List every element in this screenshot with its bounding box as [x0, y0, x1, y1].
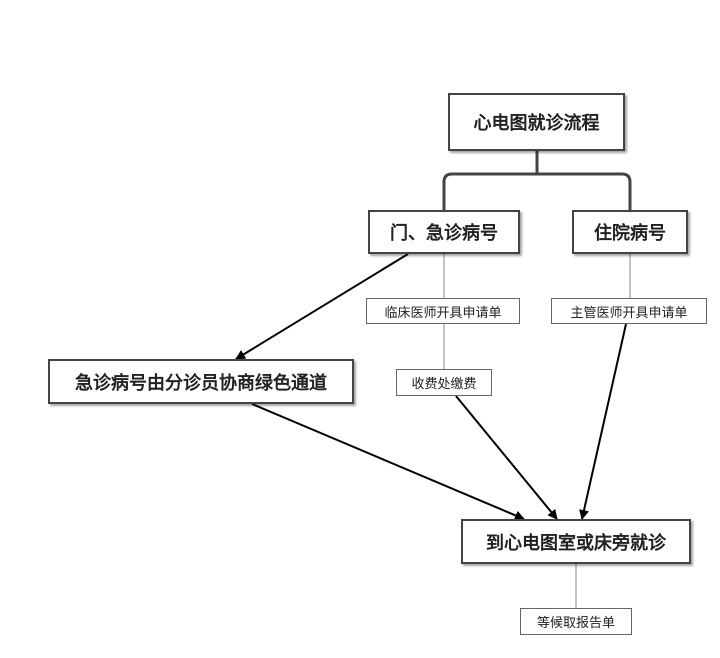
outpatient-node: 门、急诊病号: [368, 210, 520, 254]
payment-tag: 收费处缴费: [396, 369, 492, 396]
root-node: 心电图就诊流程: [448, 93, 625, 151]
ecg-room-node: 到心电图室或床旁就诊: [461, 519, 691, 564]
green-channel-to-ecg-room-arrow: [251, 403, 525, 521]
inpatient-node: 住院病号: [572, 210, 688, 254]
ward-request-tag: 主管医师开具申请单: [551, 298, 707, 324]
clinic-request-tag-label: 临床医师开具申请单: [384, 305, 502, 321]
green-channel-node-label: 急诊病号由分诊员协商绿色通道: [75, 372, 327, 394]
outpatient-to-green-channel-arrow: [235, 253, 409, 360]
ward-request-to-ecg-room-arrow: [579, 323, 627, 520]
inpatient-node-label: 住院病号: [594, 223, 666, 244]
outpatient-node-label: 门、急诊病号: [390, 223, 498, 244]
wait-report-tag: 等候取报告单: [520, 608, 632, 635]
wait-report-tag-label: 等候取报告单: [536, 616, 615, 631]
payment-to-ecg-room-arrow: [455, 395, 558, 520]
green-channel-node: 急诊病号由分诊员协商绿色通道: [48, 359, 354, 404]
ward-request-tag-label: 主管医师开具申请单: [570, 305, 688, 321]
payment-tag-label: 收费处缴费: [411, 377, 477, 392]
root-node-label: 心电图就诊流程: [473, 113, 600, 134]
ecg-room-node-label: 到心电图室或床旁就诊: [486, 532, 666, 554]
clinic-request-tag: 临床医师开具申请单: [366, 298, 520, 324]
root-branch-connector: [442, 150, 632, 210]
